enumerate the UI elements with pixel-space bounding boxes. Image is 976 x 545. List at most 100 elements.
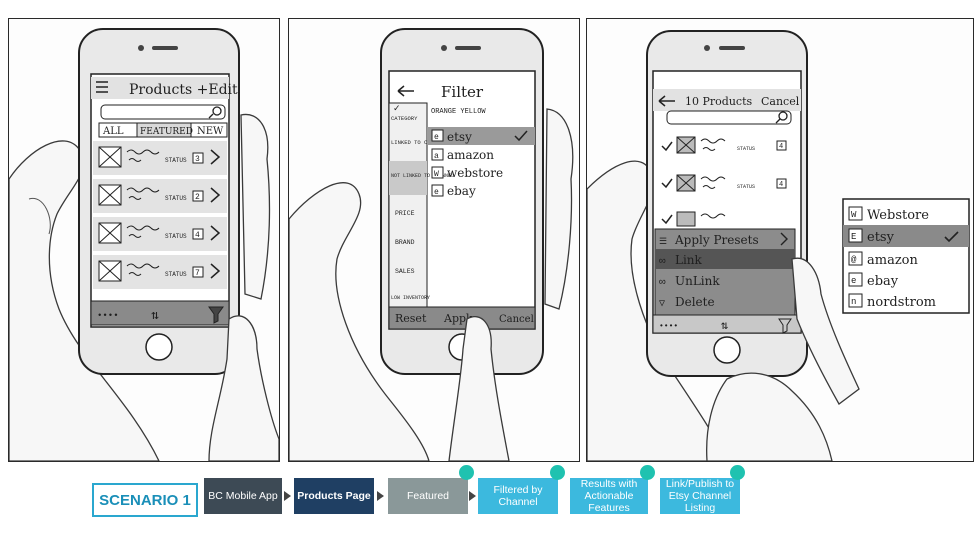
row-status: STATUS bbox=[165, 195, 187, 202]
action-label: Delete bbox=[675, 295, 715, 309]
channel-name: nordstrom bbox=[867, 295, 936, 310]
product-row-2[interactable]: STATUS 2 bbox=[93, 179, 227, 213]
etsy-icon: E bbox=[851, 232, 856, 242]
scenario-label: SCENARIO 1 bbox=[92, 483, 198, 517]
category-item[interactable]: PRICE bbox=[395, 210, 415, 217]
chevron-right-icon bbox=[210, 263, 221, 279]
webstore-icon: W bbox=[851, 210, 857, 220]
flow-step-filtered-by-channel: Filtered by Channel bbox=[478, 478, 558, 514]
right-hand-back bbox=[240, 113, 271, 300]
ebay-icon: e bbox=[434, 188, 439, 197]
row-status: STATUS bbox=[737, 146, 755, 152]
product-row-selected[interactable] bbox=[661, 211, 726, 227]
tab-featured[interactable]: FEATURED bbox=[140, 127, 193, 137]
header-title: Filter bbox=[441, 83, 484, 101]
row-count: 3 bbox=[195, 155, 200, 164]
tapping-finger bbox=[208, 315, 279, 461]
product-row-1[interactable]: STATUS 3 bbox=[93, 141, 227, 175]
apply-presets-action[interactable]: ☰ Apply Presets bbox=[659, 232, 788, 247]
reset-button[interactable]: Reset bbox=[395, 312, 427, 325]
category-item[interactable]: NOT LINKED TO CHANNEL bbox=[391, 173, 454, 179]
product-row-3[interactable]: STATUS 4 bbox=[93, 217, 227, 251]
channel-option-ebay[interactable]: e ebay bbox=[431, 184, 476, 198]
checkbox-checked-icon bbox=[661, 141, 673, 152]
category-item[interactable]: SALES bbox=[395, 268, 415, 275]
row-count: 4 bbox=[779, 143, 783, 151]
chevron-right-icon bbox=[780, 232, 788, 246]
link-action[interactable]: ∞ Link bbox=[659, 253, 703, 268]
product-row-4[interactable]: STATUS 7 bbox=[93, 255, 227, 289]
channel-name: amazon bbox=[447, 148, 494, 162]
status-dot-icon bbox=[730, 465, 745, 480]
products-sketch: Products +Edit ALL FEATURED NEW STATUS 3… bbox=[9, 28, 279, 461]
filter-sketch: Filter ✓ CATEGORY LINKED TO CHANNEL NOT … bbox=[289, 28, 574, 461]
category-item[interactable]: LINKED TO CHANNEL bbox=[391, 139, 447, 146]
ebay-icon: e bbox=[851, 276, 856, 286]
flow-step-bc-mobile-app: BC Mobile App bbox=[204, 478, 282, 514]
row-status: STATUS bbox=[165, 271, 187, 278]
webstore-icon: W bbox=[434, 170, 439, 179]
flow-step-featured: Featured bbox=[388, 478, 468, 514]
category-item[interactable]: BRAND bbox=[395, 239, 415, 246]
more-icon[interactable]: •••• bbox=[659, 322, 678, 331]
checkmark-icon bbox=[514, 130, 528, 142]
tab-new[interactable]: NEW bbox=[197, 126, 224, 137]
channel-name: webstore bbox=[447, 166, 503, 180]
product-row-selected[interactable]: STATUS 4 bbox=[661, 174, 787, 192]
chevron-right-icon bbox=[210, 149, 221, 165]
filter-icon[interactable] bbox=[778, 318, 792, 334]
right-hand bbox=[706, 372, 833, 461]
status-dot-icon bbox=[459, 465, 474, 480]
channel-name: ebay bbox=[867, 274, 899, 289]
row-count: 4 bbox=[779, 181, 783, 189]
unlink-icon: ∞ bbox=[659, 277, 666, 289]
more-icon[interactable]: •••• bbox=[97, 311, 119, 321]
category-item[interactable]: CATEGORY bbox=[391, 115, 418, 122]
search-input[interactable] bbox=[100, 104, 226, 120]
sort-icon[interactable]: ⇅ bbox=[151, 308, 159, 323]
home-button[interactable] bbox=[145, 333, 173, 361]
header-title: 10 Products bbox=[685, 95, 752, 108]
sliders-icon: ☰ bbox=[659, 237, 667, 247]
search-icon[interactable] bbox=[775, 111, 788, 124]
action-label: UnLink bbox=[675, 274, 720, 288]
back-arrow-icon[interactable] bbox=[397, 85, 414, 97]
left-hand bbox=[289, 182, 430, 461]
channel-option-webstore[interactable]: W webstore bbox=[431, 166, 503, 180]
back-arrow-icon[interactable] bbox=[658, 95, 675, 107]
hamburger-icon[interactable] bbox=[96, 81, 108, 93]
action-label: Link bbox=[675, 253, 703, 267]
flow-step-link-publish: Link/Publish to Etsy Channel Listing bbox=[660, 478, 740, 514]
row-count: 4 bbox=[195, 231, 200, 240]
cancel-button[interactable]: Cancel bbox=[499, 314, 534, 325]
channel-popup bbox=[842, 198, 970, 314]
delete-icon: ▽ bbox=[659, 299, 665, 310]
link-icon: ∞ bbox=[659, 256, 666, 268]
left-hand bbox=[587, 160, 728, 461]
channel-option-ebay[interactable]: e ebay bbox=[848, 272, 899, 289]
tab-all[interactable]: ALL bbox=[102, 126, 124, 137]
home-button[interactable] bbox=[713, 336, 741, 364]
channel-option-amazon[interactable]: a amazon bbox=[431, 148, 494, 162]
channel-option-etsy[interactable] bbox=[427, 127, 535, 145]
unlink-action[interactable]: ∞ UnLink bbox=[659, 274, 720, 289]
chevron-right-icon bbox=[210, 225, 221, 241]
search-icon[interactable] bbox=[208, 106, 222, 119]
channel-name: etsy bbox=[447, 130, 472, 144]
product-row-selected[interactable]: STATUS 4 bbox=[661, 136, 787, 154]
channel-option-nordstrom[interactable]: n nordstrom bbox=[848, 293, 936, 310]
channel-name: amazon bbox=[867, 253, 919, 268]
left-hand bbox=[9, 140, 160, 461]
channel-option-etsy[interactable] bbox=[843, 225, 969, 247]
svg-text:✓: ✓ bbox=[393, 104, 401, 114]
channel-option-amazon[interactable]: @ amazon bbox=[848, 251, 919, 268]
amazon-icon: a bbox=[434, 152, 439, 161]
cancel-button[interactable]: Cancel bbox=[761, 95, 800, 108]
search-input[interactable] bbox=[666, 110, 792, 125]
category-item[interactable]: LOW INVENTORY bbox=[391, 295, 430, 301]
sort-icon[interactable]: ⇅ bbox=[721, 319, 729, 333]
delete-action[interactable]: ▽ Delete bbox=[659, 295, 715, 310]
filter-icon[interactable] bbox=[208, 306, 224, 324]
action-menu bbox=[654, 228, 796, 316]
channel-option-webstore[interactable]: W Webstore bbox=[848, 206, 929, 223]
